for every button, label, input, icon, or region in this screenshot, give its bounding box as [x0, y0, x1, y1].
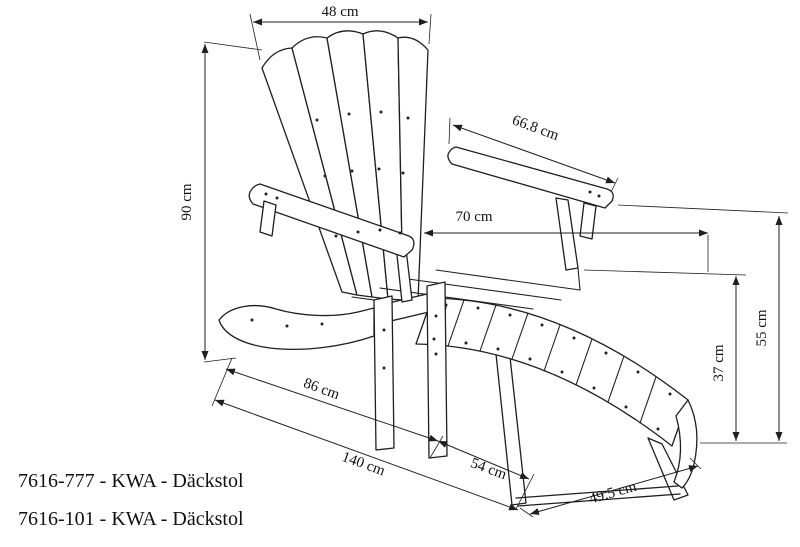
screw-dot [496, 347, 500, 351]
screw-dot [315, 118, 319, 122]
screw-dot [401, 171, 405, 175]
screw-dot [356, 230, 360, 234]
dim-seat-width-label: 70 cm [455, 209, 492, 225]
dim-armrest-length-label: 66.8 cm [510, 112, 561, 144]
screw-dot [432, 337, 436, 341]
screw-dot [347, 112, 351, 116]
dim-overall-height-label: 90 cm [179, 183, 195, 220]
dim-back-width-label: 48 cm [321, 4, 358, 20]
screw-dot [382, 328, 386, 332]
screw-dot [476, 306, 480, 310]
dim-armrest-length-line [452, 124, 616, 184]
left-armrest-bracket [259, 200, 277, 237]
chair-drawing [218, 30, 698, 507]
screw-dot [572, 336, 576, 340]
screw-dot [285, 324, 289, 328]
dim-seat-depth-label: 86 cm [301, 375, 342, 403]
screw-dot [540, 323, 544, 327]
screw-dot [597, 194, 601, 198]
product-code-2: 7616-101 - KWA - Däckstol [18, 508, 244, 530]
screw-dot [668, 392, 672, 396]
screw-dot [320, 322, 324, 326]
product-code-1: 7616-777 - KWA - Däckstol [18, 470, 244, 492]
measure-lines [201, 18, 783, 515]
right-armrest [447, 146, 614, 209]
screw-dot [560, 370, 564, 374]
screw-dot [656, 427, 660, 431]
right-armrest-bracket [579, 202, 597, 240]
screw-dot [406, 116, 410, 120]
screw-dot [323, 174, 327, 178]
screw-dot [508, 313, 512, 317]
screw-dot [382, 366, 386, 370]
screw-dot [275, 196, 279, 200]
screw-dot [624, 405, 628, 409]
screw-dot [604, 351, 608, 355]
left-armrest [248, 183, 415, 258]
dim-seat-height-label: 55 cm [754, 309, 770, 346]
dim-footrest-length-label: 54 cm [468, 455, 509, 483]
screw-dot [379, 110, 383, 114]
screw-dot [464, 341, 468, 345]
extension-lines [203, 13, 789, 518]
screw-dot [377, 167, 381, 171]
footrest-slat-lines [447, 299, 657, 424]
screw-dot [378, 228, 382, 232]
dimension-lines [201, 13, 789, 518]
dim-overall-length-line [214, 399, 519, 511]
dim-footrest-width-line [529, 465, 699, 515]
screw-dot [250, 318, 254, 322]
screw-dot [636, 370, 640, 374]
screw-dot [588, 190, 592, 194]
screw-dot [350, 169, 354, 173]
dim-footrest-height-label: 37 cm [711, 344, 727, 381]
screw-dot [398, 231, 402, 235]
dim-seat-depth-line [225, 368, 439, 442]
screw-dot [528, 357, 532, 361]
screw-dot [334, 234, 338, 238]
screw-dot [592, 386, 596, 390]
footrest-side-skid [673, 399, 698, 489]
footrest-deck [415, 297, 698, 489]
product-codes: 7616-777 - KWA - Däckstol 7616-101 - KWA… [18, 470, 244, 530]
backrest-slats [261, 30, 429, 302]
screw-dot [444, 303, 448, 307]
screw-dot [434, 352, 438, 356]
screw-dot [434, 314, 438, 318]
screw-dot [264, 192, 268, 196]
dim-footrest-width-label: 49.5 cm [587, 479, 638, 508]
side-stringer [218, 304, 375, 350]
